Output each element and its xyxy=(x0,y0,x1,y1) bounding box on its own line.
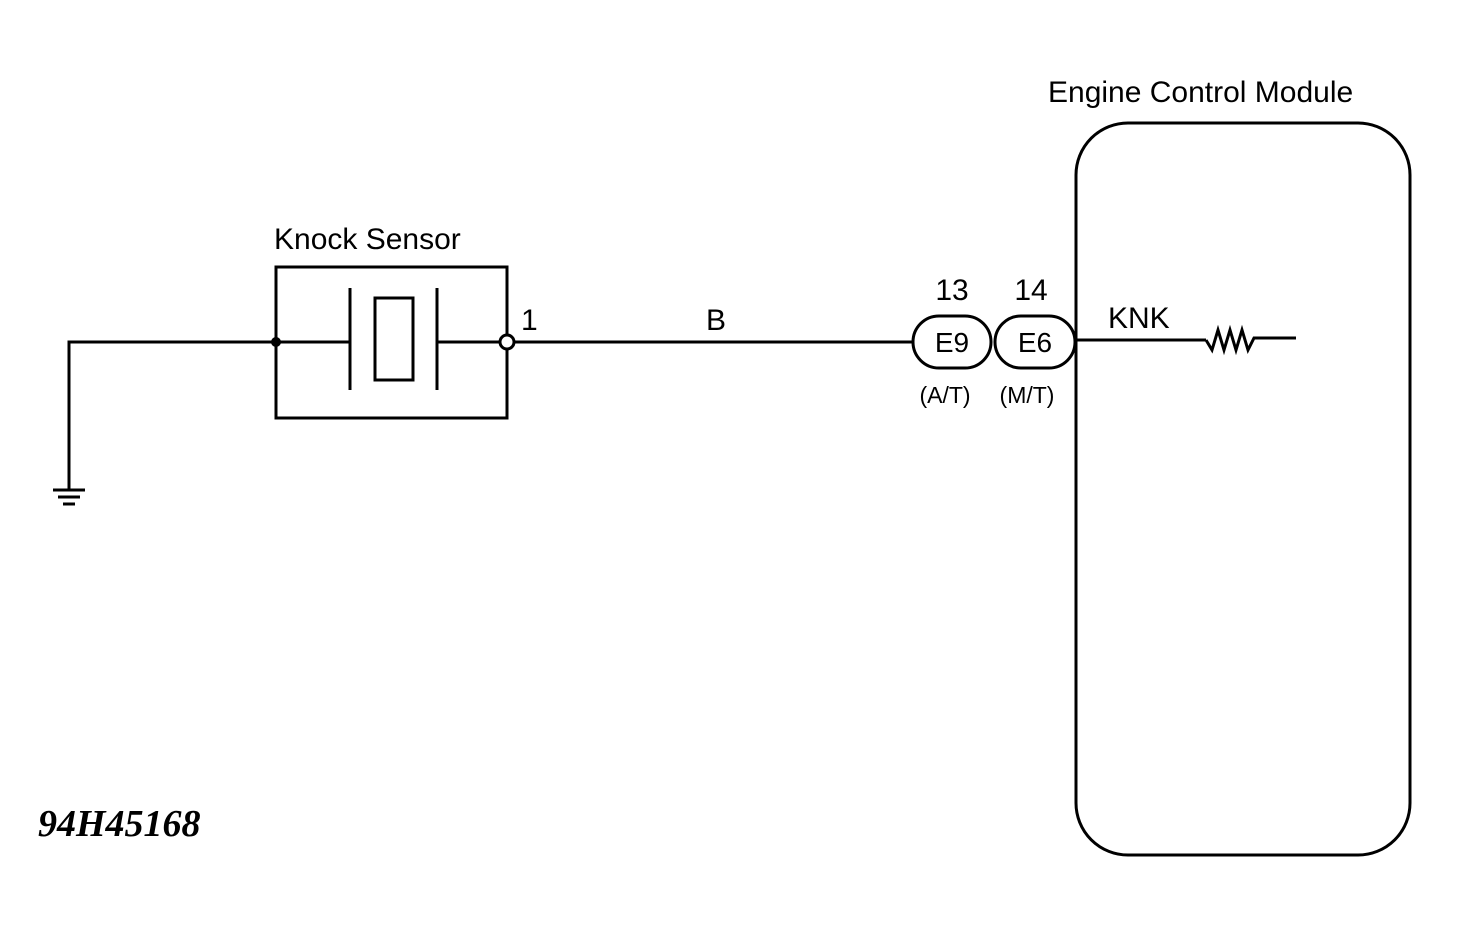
wire-color-label: B xyxy=(706,304,726,337)
connector-e6-id: E6 xyxy=(1018,327,1052,358)
ecm-box xyxy=(1074,121,1412,857)
sensor-pin-label: 1 xyxy=(521,304,538,337)
connector-e9-variant: (A/T) xyxy=(919,382,970,408)
connector-e6: E6 14 (M/T) xyxy=(993,274,1077,408)
connector-e9-pin: 13 xyxy=(935,274,968,307)
connector-e9-id: E9 xyxy=(935,327,969,358)
ecm-terminal-label: KNK xyxy=(1108,302,1170,335)
engine-control-module: Engine Control Module KNK xyxy=(1048,76,1412,857)
connector-e9: E9 13 (A/T) xyxy=(911,274,993,408)
figure-code: 94H45168 xyxy=(38,803,201,845)
knk-resistor xyxy=(1204,324,1296,356)
ecm-title: Engine Control Module xyxy=(1048,76,1353,109)
sensor-terminal xyxy=(498,333,516,351)
knock-sensor-title: Knock Sensor xyxy=(274,223,461,256)
ground-symbol xyxy=(53,340,276,506)
piezo-element xyxy=(373,296,415,382)
connector-e6-pin: 14 xyxy=(1014,274,1047,307)
connector-e6-variant: (M/T) xyxy=(1000,382,1055,408)
knock-sensor: Knock Sensor 1 xyxy=(271,223,538,420)
